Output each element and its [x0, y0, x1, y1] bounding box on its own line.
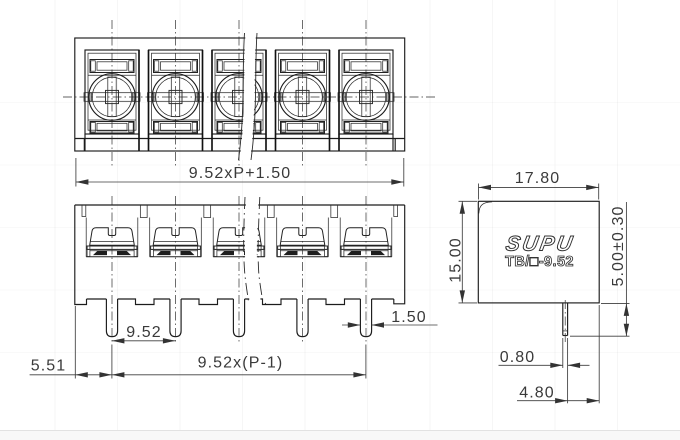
side-view: SUPU TB/□-9.52 — [477, 200, 600, 343]
svg-text:0.80: 0.80 — [500, 349, 536, 366]
top-view-break-gap — [239, 33, 256, 160]
dim-left-pin-offset: 5.51 — [29, 306, 113, 379]
footer-strip — [0, 430, 680, 440]
dim-pin-thickness: 0.80 — [498, 338, 590, 404]
model-label: TB/□-9.52 — [505, 254, 574, 270]
svg-text:9.52x(P-1): 9.52x(P-1) — [198, 355, 284, 372]
dimensions: 9.52xP+1.50 9.52 5.51 9.52x(P-1) — [29, 158, 630, 404]
front-view-break-gap — [244, 197, 262, 305]
dim-pin-pitch: 9.52 — [111, 324, 176, 344]
svg-text:15.00: 15.00 — [448, 237, 465, 283]
dim-pin-length: 5.00±0.30 — [570, 202, 630, 337]
svg-text:5.51: 5.51 — [31, 358, 67, 375]
brand-logo: SUPU — [504, 233, 576, 256]
svg-text:9.52: 9.52 — [126, 324, 162, 341]
front-view — [74, 195, 406, 344]
svg-text:9.52xP+1.50: 9.52xP+1.50 — [189, 165, 291, 182]
top-view — [63, 19, 437, 168]
dim-pitch-span: 9.52x(P-1) — [111, 344, 367, 379]
dim-side-width: 17.80 — [478, 170, 600, 200]
dim-pin-width: 1.50 — [342, 309, 438, 328]
svg-text:4.80: 4.80 — [519, 385, 555, 402]
svg-text:17.80: 17.80 — [515, 170, 561, 187]
svg-text:5.00±0.30: 5.00±0.30 — [610, 206, 627, 287]
dim-pin-to-edge: 4.80 — [517, 305, 600, 404]
dim-side-height: 15.00 — [448, 200, 477, 304]
svg-text:1.50: 1.50 — [391, 309, 427, 326]
dim-overall-width: 9.52xP+1.50 — [75, 158, 405, 187]
